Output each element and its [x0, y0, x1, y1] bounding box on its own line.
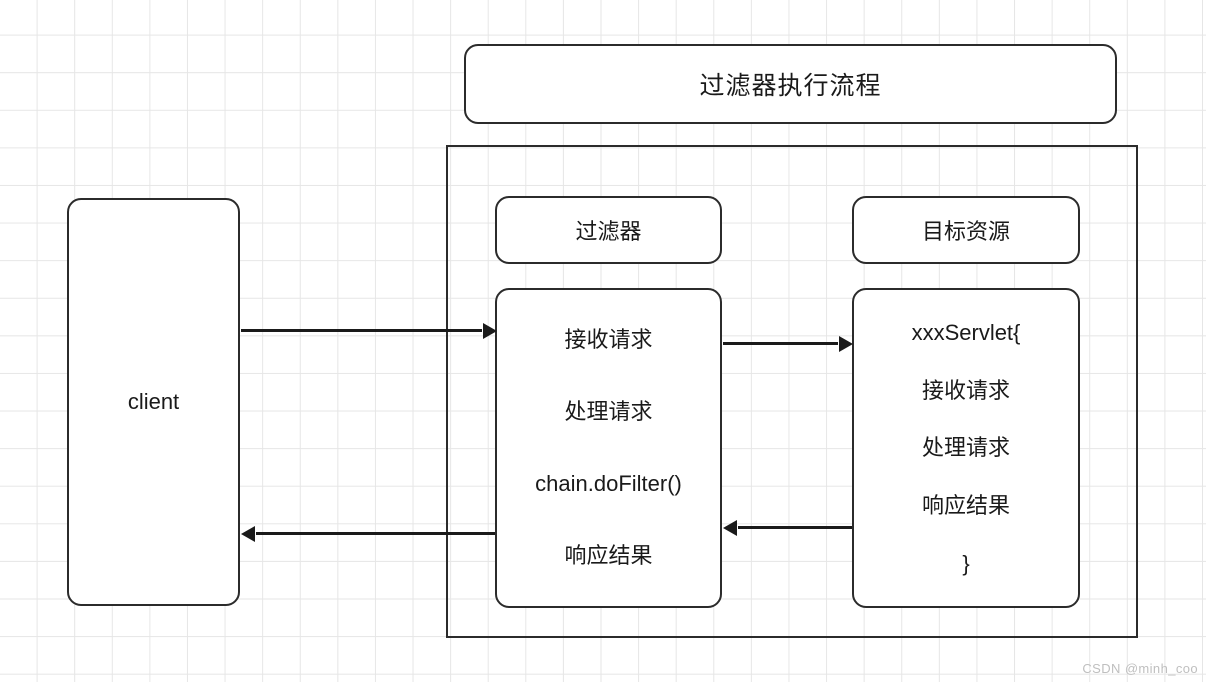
resource-header-box: 目标资源 [852, 196, 1080, 264]
servlet-line: xxxServlet{ [911, 320, 1021, 346]
arrow-servlet-to-filter [738, 526, 852, 529]
filter-step: 接收请求 [564, 327, 653, 353]
client-box: client [67, 198, 240, 606]
servlet-line: } [962, 550, 970, 576]
arrow-filter-to-client [256, 532, 495, 535]
client-label: client [127, 389, 180, 414]
servlet-line: 接收请求 [921, 377, 1010, 403]
diagram-title-text: 过滤器执行流程 [699, 72, 882, 100]
arrow-filter-to-servlet [723, 342, 838, 345]
servlet-line: 处理请求 [921, 435, 1010, 461]
filter-step: chain.doFilter() [535, 471, 682, 497]
filter-step: 响应结果 [564, 543, 653, 569]
watermark-text: CSDN @minh_coo [1082, 661, 1198, 676]
filter-step: 处理请求 [564, 399, 653, 425]
filter-header-label: 过滤器 [575, 219, 642, 244]
servlet-line: 响应结果 [921, 493, 1010, 519]
resource-header-label: 目标资源 [921, 219, 1010, 244]
arrow-client-to-filter [241, 329, 482, 332]
filter-body-box: 接收请求 处理请求 chain.doFilter() 响应结果 [495, 288, 722, 608]
filter-header-box: 过滤器 [495, 196, 722, 264]
server-container-rect [446, 145, 1138, 638]
servlet-body-box: xxxServlet{ 接收请求 处理请求 响应结果 } [852, 288, 1080, 608]
diagram-title-box: 过滤器执行流程 [464, 44, 1117, 124]
